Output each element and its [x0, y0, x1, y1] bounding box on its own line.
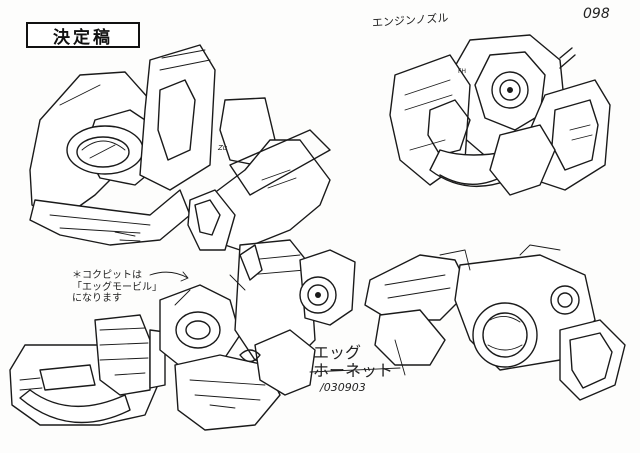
three-quarter-view-drawing: [159, 239, 356, 431]
signature-stroke: [309, 339, 406, 376]
note-arrow-icon: [149, 271, 189, 282]
side-view-drawing: [9, 314, 166, 426]
rear-view-drawing: FH: [389, 34, 611, 196]
cockpit-note-line: 「エッグモービル」: [72, 281, 162, 293]
mech-name-line: ホーネット: [313, 361, 394, 381]
mech-name-line: エッグ: [313, 343, 362, 362]
mech-name-label: エッグ ホーネット: [313, 343, 394, 381]
cockpit-note-line: になります: [72, 293, 122, 304]
cockpit-note: ＊コクピットは 「エッグモービル」 になります: [72, 270, 182, 305]
date-label: /030903: [320, 381, 366, 394]
cockpit-note-line: ＊コクピットは: [72, 270, 142, 281]
main-view-drawing: Zu: [29, 44, 331, 251]
underside-view-drawing: [364, 244, 626, 401]
svg-text:FH: FH: [458, 68, 466, 75]
svg-text:Zu: Zu: [217, 144, 228, 152]
approval-stamp: 決定稿: [26, 22, 140, 48]
page-number: 098: [583, 6, 610, 22]
